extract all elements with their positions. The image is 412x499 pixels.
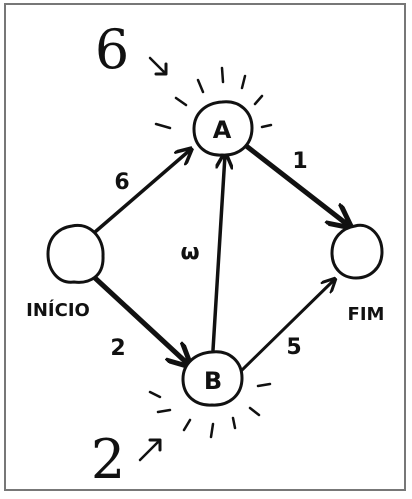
node-end <box>330 223 384 280</box>
cost-a: 6 <box>95 18 129 81</box>
start-label: INÍCIO <box>26 299 90 321</box>
image-border <box>4 3 406 491</box>
weight-start-to-b: 2 <box>110 336 125 361</box>
annotation-arrow-a <box>148 56 168 76</box>
edge-b-to-a <box>211 155 225 352</box>
weight-a-to-end: 1 <box>292 149 307 174</box>
weight-start-to-a: 6 <box>114 170 129 195</box>
edge-start-to-a <box>93 150 190 234</box>
node-b-label: B <box>204 367 222 395</box>
node-start <box>46 223 105 284</box>
node-b <box>181 350 244 407</box>
node-a <box>192 100 254 157</box>
weight-b-to-end: 5 <box>286 335 301 360</box>
rays-around-a <box>154 66 273 130</box>
weight-b-to-a: ω <box>180 240 199 265</box>
node-a-label: A <box>213 116 232 144</box>
edge-b-to-end <box>238 280 334 374</box>
rays-around-b <box>148 382 272 439</box>
edge-a-to-end <box>242 142 348 225</box>
edge-start-to-b <box>92 275 188 364</box>
annotation-arrow-b <box>138 438 162 462</box>
cost-b: 2 <box>91 428 125 491</box>
end-label: FIM <box>348 304 385 325</box>
